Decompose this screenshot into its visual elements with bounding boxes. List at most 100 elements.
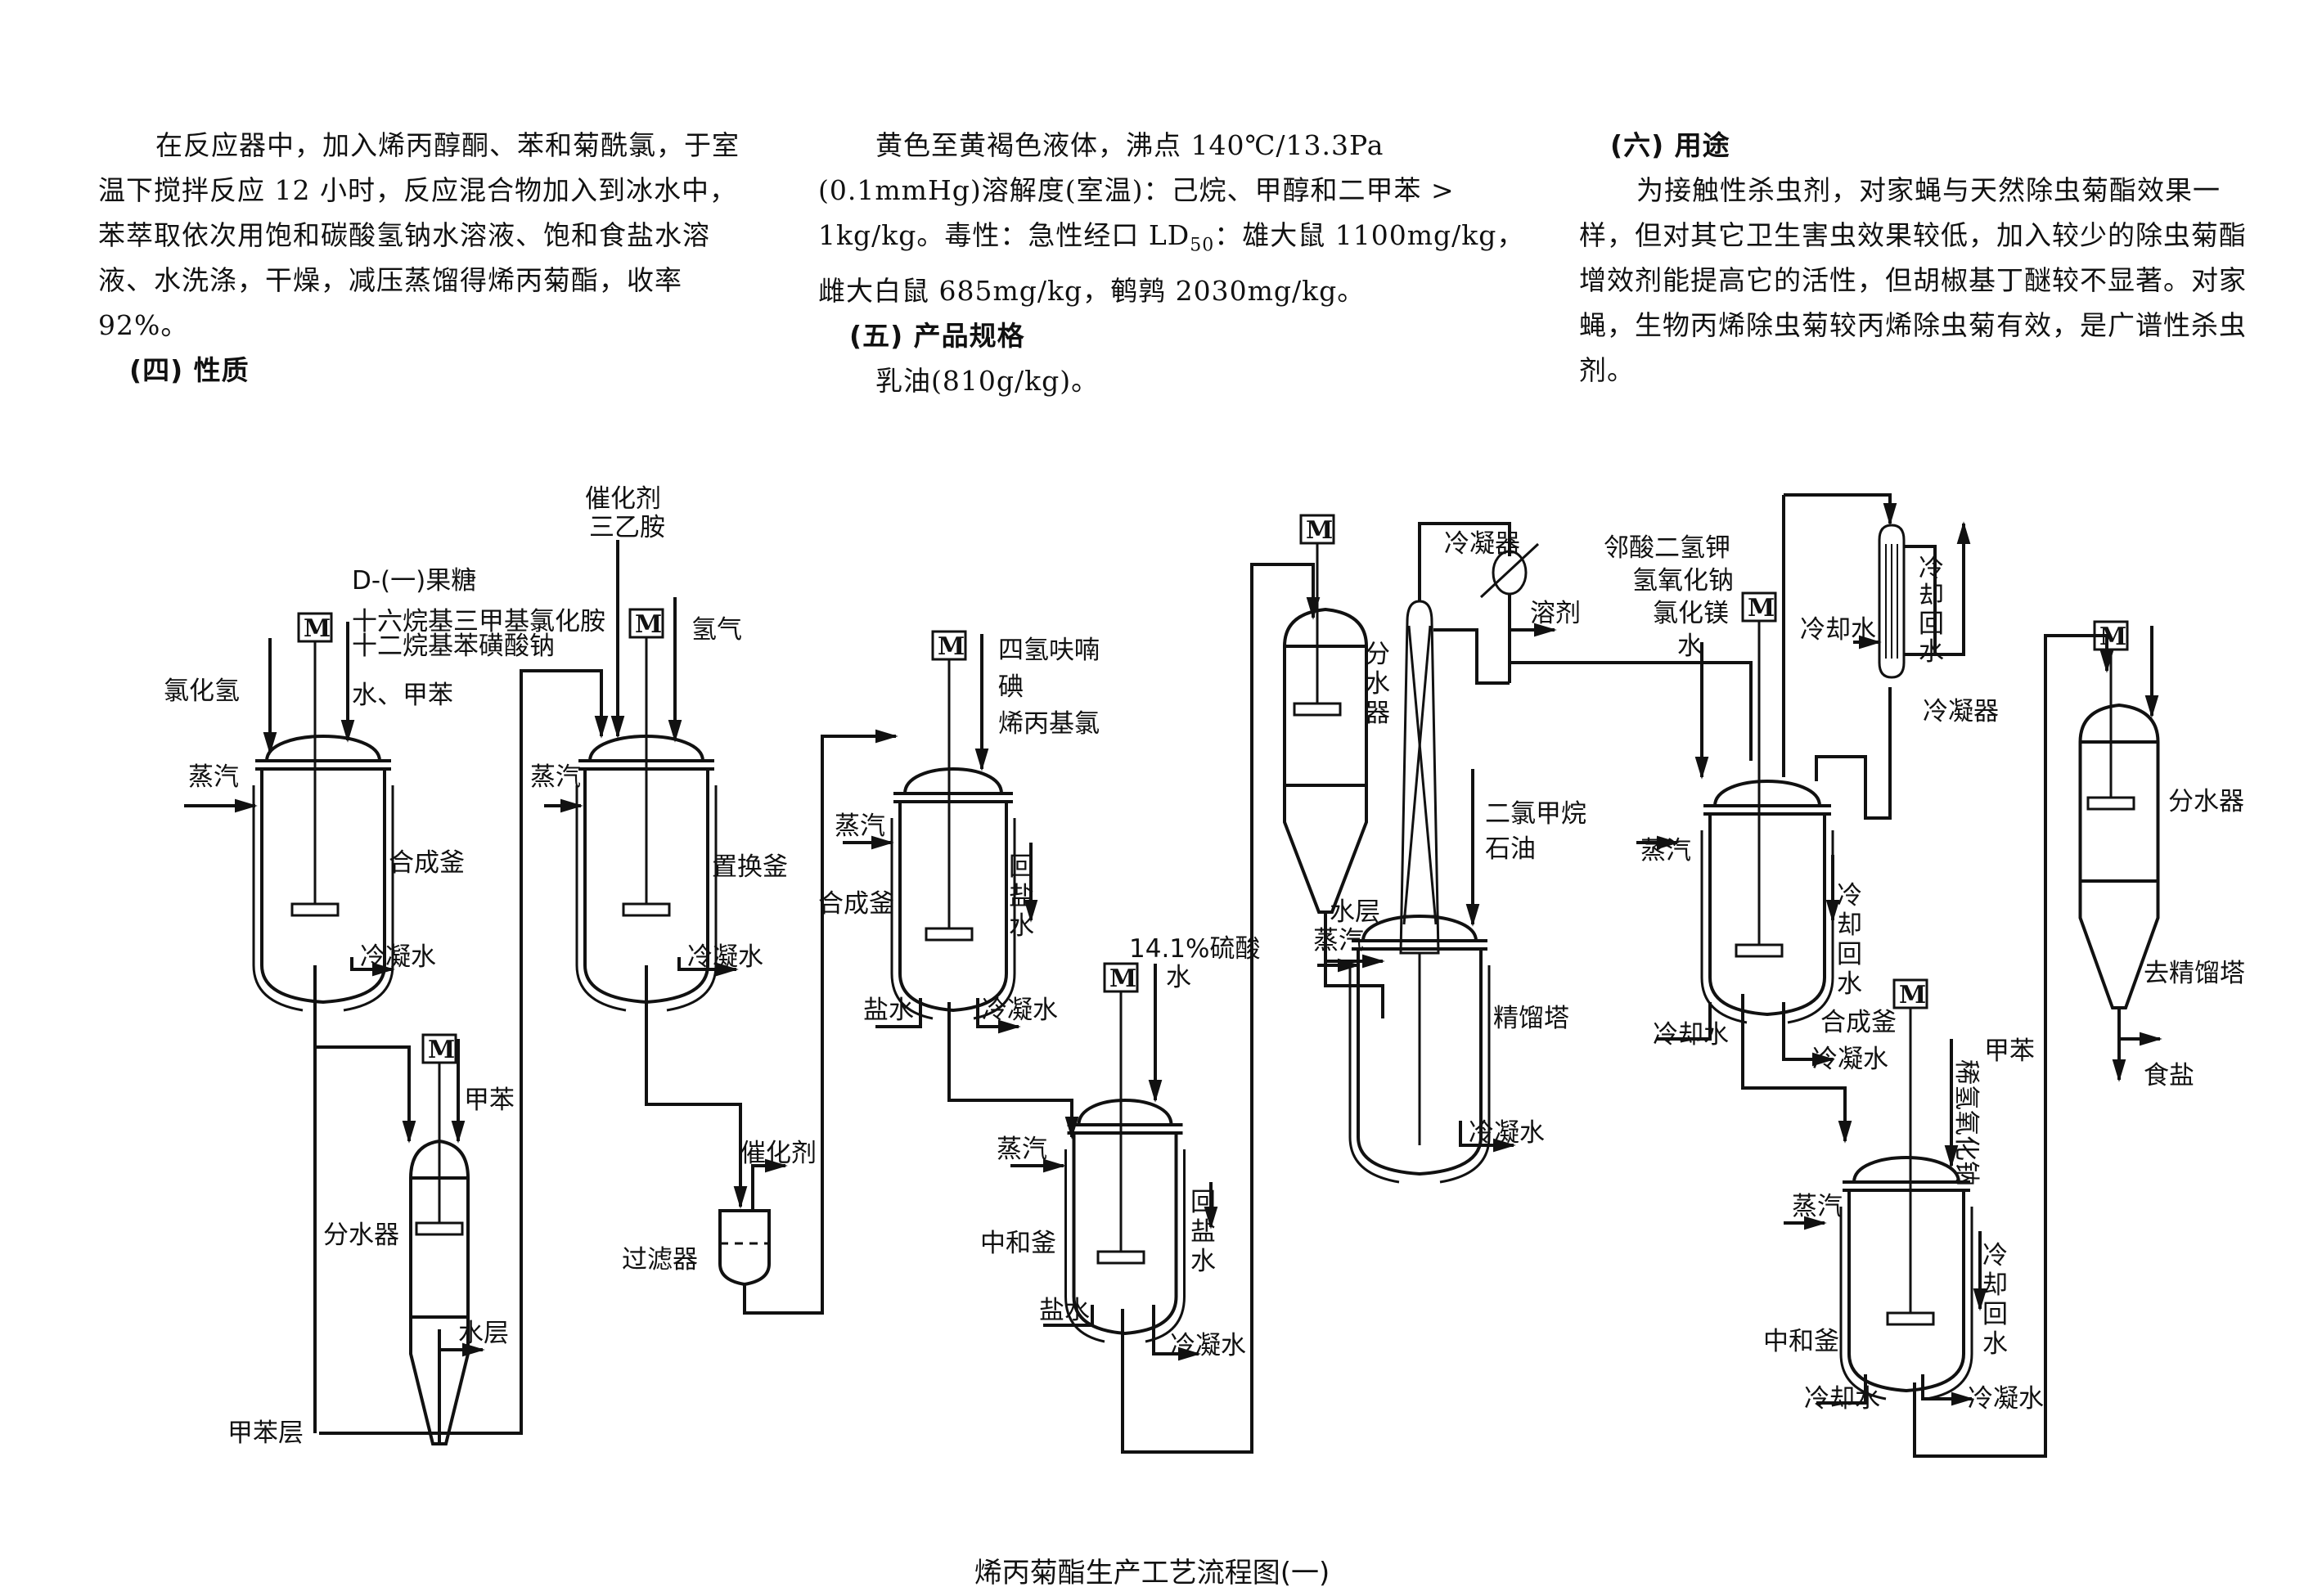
water-layer-label-1: 水层 — [458, 1319, 509, 1348]
condensate-out-5 — [1459, 1121, 1516, 1153]
agitator-blade-icon — [622, 902, 671, 917]
condensate-out-7 — [1921, 1374, 1974, 1406]
brine-return-label-4: 水 — [1190, 1247, 1216, 1276]
brine-return-label-4: 回 — [1190, 1188, 1216, 1217]
to-filter-line — [645, 965, 748, 1209]
iodine-label: 碘 — [998, 672, 1024, 702]
column-to-reactor-5 — [1510, 661, 1753, 761]
brine-in-3 — [875, 998, 922, 1028]
separator-2-name: 分 — [1365, 640, 1390, 669]
mgcl2-label: 氯化镁 — [1653, 599, 1729, 628]
condenser-label-1: 冷凝器 — [1444, 529, 1520, 559]
figure-caption: 烯丙菊酯生产工艺流程图(一) — [974, 1557, 1330, 1589]
cooling-in-5 — [1657, 1002, 1712, 1041]
reactor-5-to-6 — [1741, 994, 1852, 1144]
motor-label: M — [1109, 964, 1136, 993]
steam-label-1: 蒸汽 — [188, 762, 239, 792]
cooling-jacket-loop — [1904, 545, 1937, 656]
section-heading-properties: (四) 性质 — [129, 354, 250, 386]
toluene-label-6: 甲苯 — [1984, 1036, 2035, 1066]
ld50-subscript: 50 — [1190, 235, 1215, 256]
water-toluene-label: 水、甲苯 — [352, 681, 453, 710]
motor-label: M — [938, 632, 965, 661]
motor-label: M — [304, 614, 331, 643]
agitator-blade-icon — [290, 902, 340, 917]
agitator-blade-icon — [1735, 943, 1784, 958]
distillation-still-jacket — [1348, 965, 1491, 1184]
water-layer-label-2: 水层 — [1330, 897, 1380, 927]
agitator-blade-icon — [415, 1221, 464, 1236]
reactor-2-name: 置换釜 — [712, 852, 788, 882]
dcm-label: 二氯甲烷 — [1485, 799, 1586, 829]
properties-text-part2: ：雄大鼠 1100mg/kg，雌大白鼠 685mg/kg，鹌鹑 2030mg/k… — [818, 219, 1525, 307]
reactor-3-name: 合成釜 — [818, 889, 894, 919]
brine-in-label-4: 盐水 — [1039, 1296, 1090, 1325]
steam-label-4: 蒸汽 — [997, 1135, 1047, 1164]
brine-in-label-3: 盐水 — [863, 996, 914, 1025]
cooling-return-label-6: 却 — [1982, 1270, 2008, 1300]
cooling-return-label-6: 冷 — [1982, 1241, 2008, 1270]
salt-label: 食盐 — [2144, 1061, 2194, 1090]
spec-paragraph: 乳油(810g/kg)。 — [875, 364, 1100, 397]
fructose-label: D-(一)果糖 — [352, 566, 476, 596]
motor-label: M — [1748, 594, 1775, 623]
phthalate-label: 邻酸二氢钾 — [1604, 533, 1730, 563]
steam-label-6: 蒸汽 — [1640, 836, 1691, 865]
reactor-4-to-separator-2 — [1121, 563, 1321, 1454]
cooling-return-label-5: 却 — [1837, 910, 1862, 940]
section-heading-spec: (五) 产品规格 — [849, 319, 1025, 352]
condensate-label-7: 冷凝水 — [1968, 1384, 2044, 1414]
agitator-blade-icon — [1096, 1250, 1145, 1265]
vapor-top-line — [1784, 493, 1897, 526]
motor-label: M — [2099, 623, 2126, 651]
separator-2-name: 器 — [1365, 699, 1390, 728]
condensate-out-2 — [677, 957, 739, 977]
steam-label-5: 蒸汽 — [1313, 926, 1364, 955]
usage-paragraph: 为接触性杀虫剂，对家蝇与天然除虫菊酯效果一样，但对其它卫生害虫效果较低，加入较少… — [1579, 174, 2247, 386]
reactor-1-dome — [265, 735, 381, 762]
brine-return-label-4: 盐 — [1190, 1217, 1216, 1247]
brine-return-label-3: 水 — [1009, 911, 1034, 941]
reactor-5-jacket — [1700, 830, 1834, 1024]
reactor-6-jacket — [1839, 1207, 1973, 1400]
reactor-4-body — [1072, 1133, 1178, 1336]
separator-3-vessel — [2078, 703, 2160, 1009]
steam-label-7: 蒸汽 — [1792, 1192, 1843, 1221]
condensate-label-4: 冷凝水 — [1170, 1331, 1246, 1360]
to-column-label: 去精馏塔 — [2144, 959, 2245, 988]
catalyst-label: 催化剂 — [585, 484, 661, 514]
toluene-to-reactor-2 — [319, 669, 609, 1435]
steam-label-2: 蒸汽 — [530, 762, 581, 792]
motor-label: M — [635, 610, 662, 639]
cooling-in-label-6: 冷却水 — [1804, 1384, 1880, 1414]
brine-return-label-3: 回 — [1009, 852, 1034, 882]
cooling-return-label-condenser: 水 — [1919, 637, 1944, 667]
section-heading-usage: (六) 用途 — [1610, 129, 1730, 161]
steam-label-3: 蒸汽 — [835, 811, 885, 841]
cooling-return-condenser — [1935, 521, 1971, 656]
properties-text-part1: 黄色至黄褐色液体，沸点 140℃/13.3Pa (0.1mmHg)溶解度(室温)… — [818, 129, 1455, 251]
reactor-4-dome — [1077, 1099, 1173, 1126]
condenser-label-2: 冷凝器 — [1923, 697, 1999, 726]
cooling-return-label-5: 回 — [1837, 940, 1862, 969]
reactor-5-body — [1708, 814, 1826, 1017]
text-column-properties: 黄色至黄褐色液体，沸点 140℃/13.3Pa (0.1mmHg)溶解度(室温)… — [818, 123, 1538, 403]
packing-line-a — [1407, 625, 1438, 925]
reactor-6-name: 中和釜 — [1763, 1327, 1839, 1356]
condensate-label-3: 冷凝水 — [982, 996, 1058, 1025]
column-name: 精馏塔 — [1493, 1004, 1569, 1033]
properties-paragraph: 黄色至黄褐色液体，沸点 140℃/13.3Pa (0.1mmHg)溶解度(室温)… — [818, 123, 1538, 313]
toluene-label: 甲苯 — [464, 1086, 515, 1115]
separator-1-name: 分水器 — [323, 1221, 399, 1250]
cooling-in-label-5: 冷却水 — [1653, 1020, 1729, 1050]
condensate-out-4 — [1152, 1305, 1201, 1361]
cooling-return-label-condenser: 冷 — [1919, 554, 1944, 583]
allyl-chloride-label: 烯丙基氯 — [998, 709, 1100, 739]
separator-2-vessel — [1283, 607, 1368, 914]
motor-label: M — [1306, 516, 1333, 545]
hcl-label: 氯化氢 — [164, 677, 240, 706]
ammonium-label: 十六烷基三甲基氯化胺 — [352, 607, 605, 636]
separator-3-name: 分水器 — [2168, 787, 2244, 816]
reactor-3-jacket — [890, 818, 1016, 1020]
